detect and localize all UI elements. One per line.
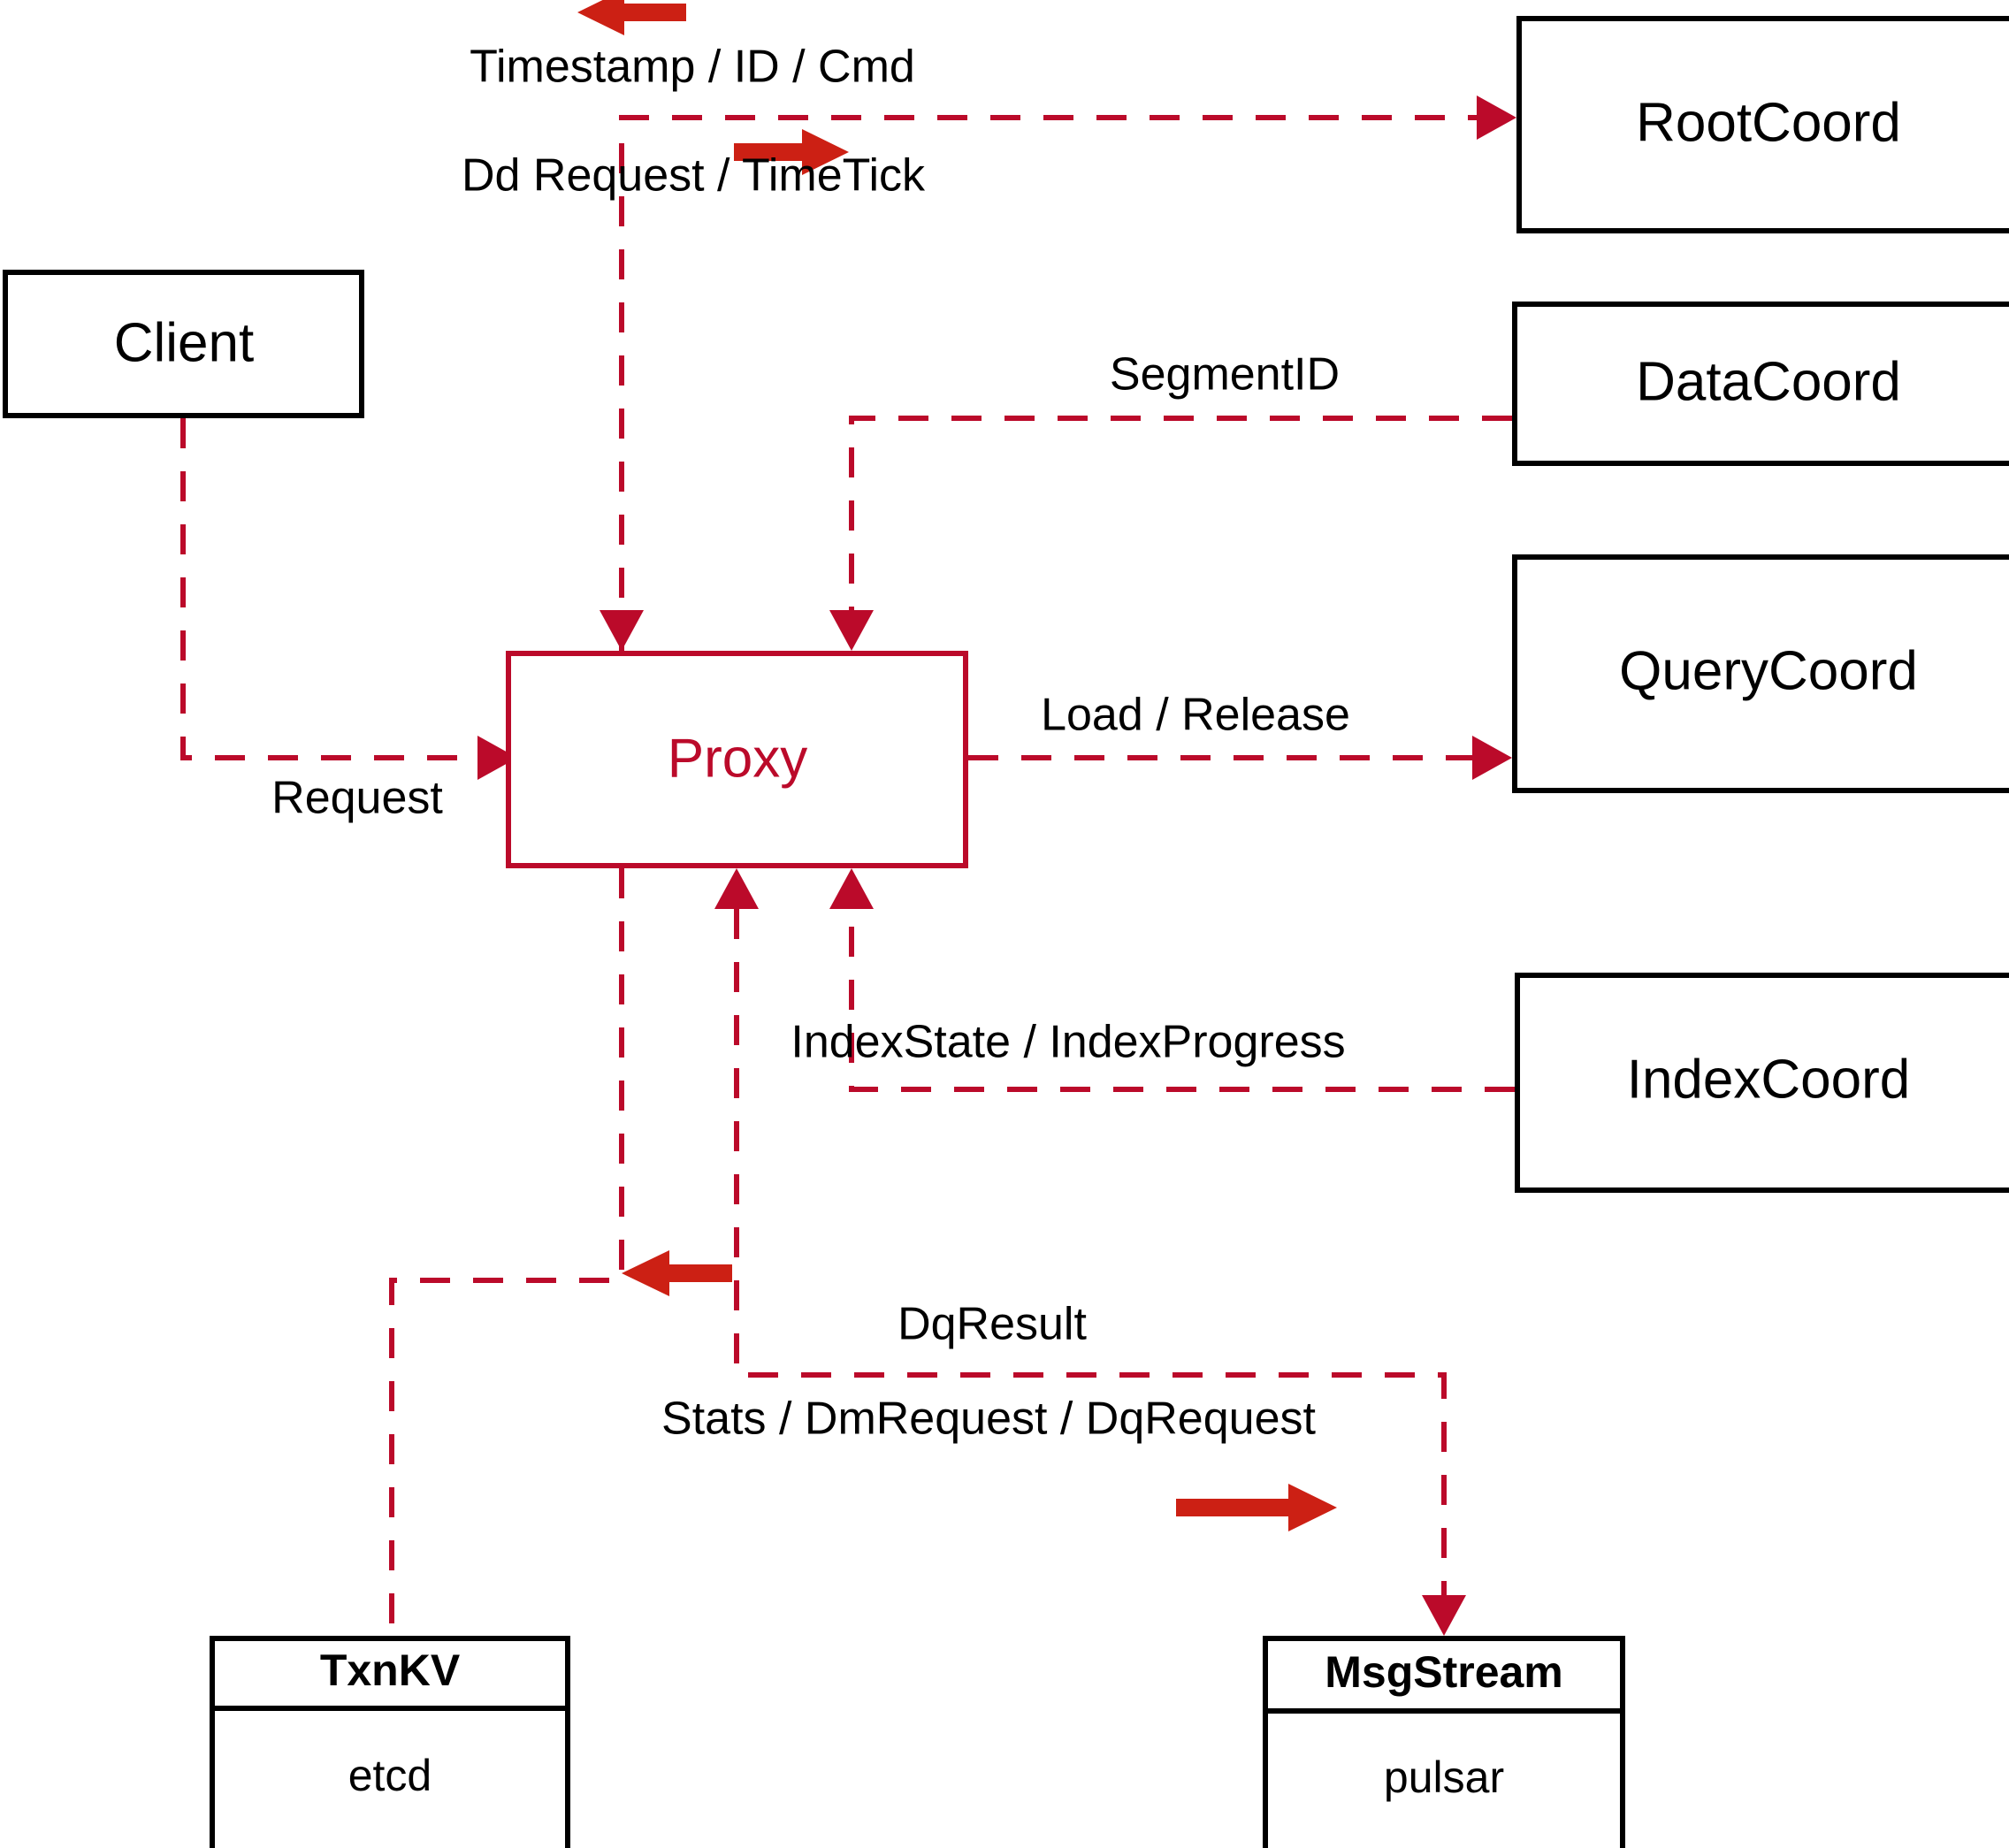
timestamp-dir-arrow-head (577, 0, 624, 35)
node-msgstream-title: MsgStream (1325, 1647, 1563, 1697)
ddrequest-dir-arrow-head (802, 129, 849, 175)
edge-client-to-proxy (180, 418, 517, 780)
node-txnkv-title: TxnKV (320, 1646, 461, 1695)
edge-label-dqresult: DqResult (898, 1299, 1087, 1350)
dqrequest-dir-arrow (1176, 1484, 1337, 1531)
edge-label-timestamp: Timestamp / ID / Cmd (470, 42, 915, 93)
node-proxy[interactable]: Proxy (506, 651, 968, 868)
edge-line-client-to-proxy (180, 418, 477, 760)
edge-label-request: Request (271, 773, 443, 824)
dqresult-dir-arrow-head (622, 1250, 669, 1296)
edge-line-proxy-to-txnkv (389, 868, 624, 1636)
node-client[interactable]: Client (3, 270, 364, 418)
arrowhead-into-querycoord (1472, 736, 1512, 780)
ddrequest-dir-arrow (734, 129, 849, 175)
node-datacoord-box (1512, 302, 2009, 466)
edge-line-proxy-to-rootcoord (619, 115, 1477, 651)
edge-label-dqrequest: Stats / DmRequest / DqRequest (661, 1394, 1316, 1445)
edge-label-ddrequest: Dd Request / TimeTick (462, 150, 926, 202)
node-client-label: Client (114, 312, 255, 373)
edge-line-indexcoord-to-proxy (849, 909, 1515, 1092)
arrowhead-into-proxy-left (477, 736, 517, 780)
arrowhead-into-proxy-bottom-mid (714, 868, 759, 909)
node-txnkv-impl: etcd (348, 1751, 432, 1800)
edge-line-datacoord-to-proxy (849, 416, 1512, 651)
arrowhead-into-msgstream (1422, 1595, 1466, 1636)
edge-msgstream-proxy (714, 868, 1466, 1636)
node-rootcoord-box (1516, 16, 2009, 233)
edge-label-indexstate: IndexState / IndexProgress (791, 1017, 1345, 1068)
dqresult-dir-arrow (622, 1250, 732, 1296)
edge-datacoord-to-proxy (829, 416, 1512, 651)
arrowhead-into-proxy-top-right (829, 610, 874, 651)
node-proxy-box (506, 651, 968, 868)
edge-proxy-to-txnkv (389, 868, 624, 1636)
node-querycoord[interactable]: QueryCoord (1512, 554, 2009, 793)
edge-label-segmentid: SegmentID (1110, 349, 1340, 401)
arrowhead-into-proxy-bottom-right (829, 868, 874, 909)
node-querycoord-label: QueryCoord (1619, 640, 1918, 701)
node-rootcoord[interactable]: RootCoord (1516, 16, 2009, 233)
node-msgstream-box (1263, 1636, 1625, 1848)
node-msgstream-impl: pulsar (1384, 1753, 1504, 1802)
node-indexcoord-label: IndexCoord (1627, 1049, 1911, 1110)
arrowhead-into-proxy-top-left (600, 610, 644, 651)
edge-label-loadrelease: Load / Release (1041, 690, 1350, 741)
node-datacoord[interactable]: DataCoord (1512, 302, 2009, 466)
node-txnkv[interactable]: TxnKV etcd (210, 1636, 570, 1848)
node-client-box (3, 270, 364, 418)
node-indexcoord-box (1515, 973, 2009, 1193)
arrowhead-into-rootcoord (1477, 95, 1516, 140)
dqrequest-dir-arrow-head (1288, 1484, 1337, 1531)
node-indexcoord[interactable]: IndexCoord (1515, 973, 2009, 1193)
edge-proxy-to-rootcoord (600, 95, 1516, 651)
node-rootcoord-label: RootCoord (1636, 92, 1901, 153)
node-datacoord-label: DataCoord (1636, 351, 1901, 412)
edge-line-msgstream-proxy (734, 909, 1447, 1595)
node-msgstream[interactable]: MsgStream pulsar (1263, 1636, 1625, 1848)
timestamp-dir-arrow (577, 0, 686, 35)
node-proxy-label: Proxy (668, 728, 807, 789)
node-txnkv-box (210, 1636, 570, 1848)
edge-indexcoord-to-proxy (829, 868, 1515, 1092)
edge-proxy-to-querycoord (968, 736, 1512, 780)
node-querycoord-box (1512, 554, 2009, 793)
